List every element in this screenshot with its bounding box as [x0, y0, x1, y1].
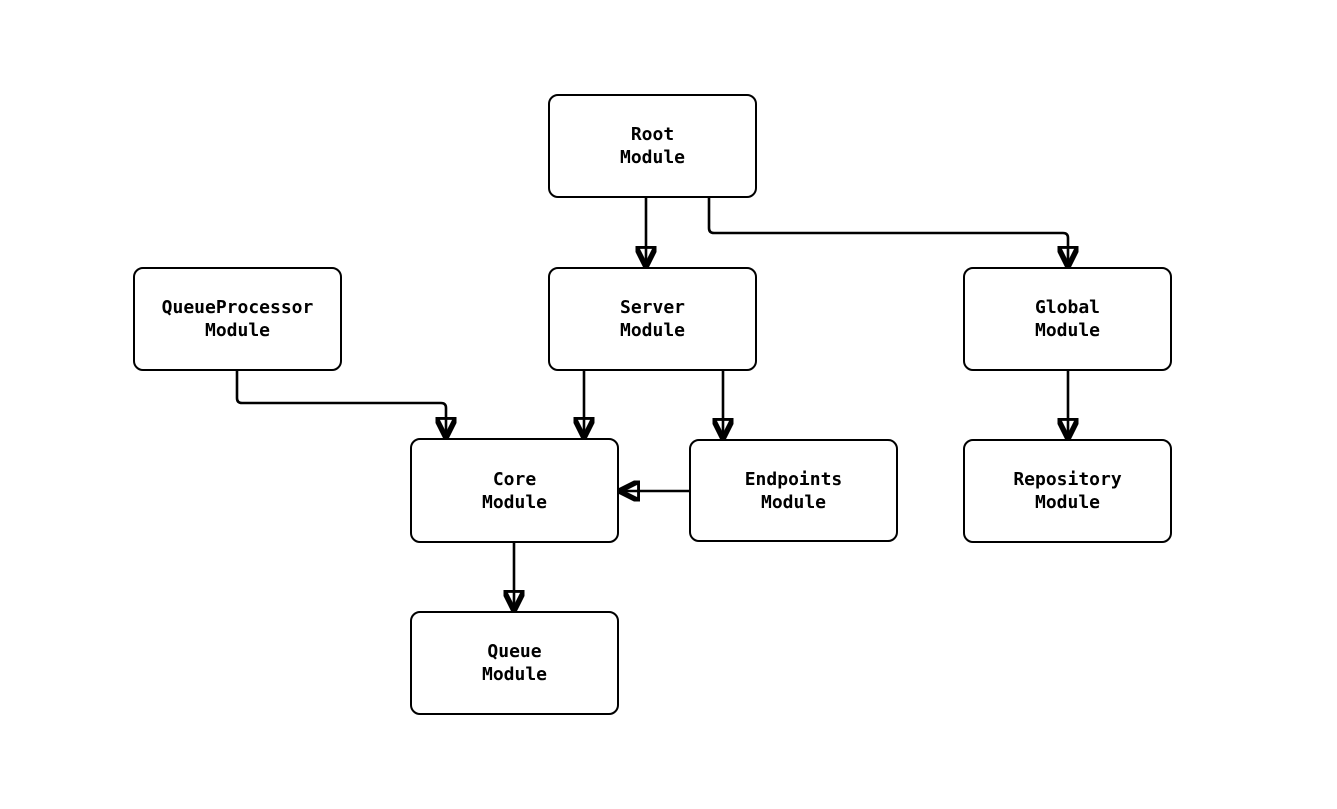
node-label-line1: Core	[492, 468, 537, 490]
node-global-module: Global Module	[963, 267, 1172, 371]
node-server-module: Server Module	[548, 267, 757, 371]
node-label-line2: Module	[619, 147, 686, 168]
node-label-line1: Queue	[487, 641, 542, 662]
node-label-line1: Server	[619, 297, 686, 318]
node-label-line2: Module	[619, 320, 686, 341]
node-label-line2: Module	[481, 491, 548, 513]
node-label-line1: Global	[1034, 297, 1101, 318]
node-label-line2: Module	[204, 320, 271, 341]
node-repository-module: Repository Module	[963, 439, 1172, 543]
node-label-line2: Module	[481, 664, 548, 685]
edge-queueprocessor-to-core	[235, 371, 446, 438]
node-label-line1: Root	[630, 124, 675, 145]
node-root-module: Root Module	[548, 94, 757, 198]
node-label-line1: Repository	[1013, 469, 1122, 490]
node-queueprocessor-module: QueueProcessor Module	[133, 267, 342, 371]
node-queue-module: Queue Module	[410, 611, 619, 715]
node-endpoints-module: Endpoints Module	[689, 439, 898, 542]
node-label-line1: Endpoints	[744, 468, 843, 490]
node-label-line2: Module	[760, 491, 827, 513]
node-label-line2: Module	[1034, 492, 1101, 513]
edge-root-to-global	[707, 198, 1068, 267]
node-core-module: Core Module	[410, 438, 619, 543]
node-label-line2: Module	[1034, 320, 1101, 341]
node-label-line1: QueueProcessor	[161, 297, 314, 318]
